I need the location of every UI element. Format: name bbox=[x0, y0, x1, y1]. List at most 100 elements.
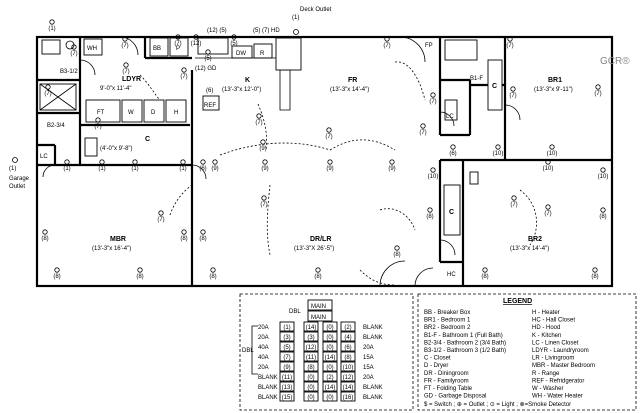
legend-symbols: $ = Switch ; ⊕ = Outlet ; ⊙ = Light ; ⊗=… bbox=[424, 402, 571, 408]
panel-slot-box bbox=[279, 381, 295, 392]
panel-cell-c4: (4) bbox=[344, 335, 351, 341]
panel-slot-box bbox=[322, 371, 338, 382]
circuit-marks: (1)(7)(7)(7)(7)(7)(7)(7)(7)(7)(7)(7)(7)(… bbox=[41, 19, 608, 280]
outlet-symbol-icon bbox=[549, 144, 555, 150]
panel-cell-c3: (0) bbox=[326, 365, 333, 371]
panel-cell-c3: (0) bbox=[326, 335, 333, 341]
panel-cell-amp-l: BLANK bbox=[258, 375, 278, 381]
outlet-symbol-icon bbox=[122, 36, 128, 42]
panel-cell-c4: (6) bbox=[344, 345, 351, 351]
panel-cell-c1: (7) bbox=[283, 355, 290, 361]
b1-tub bbox=[444, 39, 478, 61]
circuit-number: (1) bbox=[63, 166, 70, 172]
circuit-outlet-mark: (9) bbox=[326, 159, 334, 172]
outlet-symbol-icon bbox=[200, 159, 206, 165]
panel-cell-amp-l: BLANK bbox=[258, 395, 278, 401]
garage-outlet-symbol bbox=[12, 157, 18, 163]
outlet-symbol-icon bbox=[315, 267, 321, 273]
panel-cell-amp-l: 20A bbox=[258, 325, 269, 331]
hall-door-jamb bbox=[469, 171, 479, 185]
panel-slot-box bbox=[279, 351, 295, 362]
circuit-outlet-mark: (7) bbox=[44, 84, 52, 97]
w-label: W bbox=[128, 110, 134, 116]
br2-closet bbox=[443, 184, 461, 236]
panel-cell-amp-r: 20A bbox=[363, 375, 374, 381]
circuit-outlet-mark: (5) bbox=[204, 49, 212, 62]
panel-cell-c1: (1) bbox=[283, 325, 290, 331]
outlet-symbol-icon bbox=[384, 36, 390, 42]
circuit-outlet-mark: (7) bbox=[174, 34, 182, 47]
panel-cell-c2: (0) bbox=[307, 395, 314, 401]
circuit-outlet-mark: (7) bbox=[122, 62, 130, 75]
panel-cell-c1: (13) bbox=[282, 385, 293, 391]
circuit-number: (9) bbox=[326, 166, 333, 172]
circuit-outlet-mark: (7) bbox=[70, 44, 78, 57]
circuit-outlet-mark: (8) bbox=[393, 245, 401, 258]
circuit-outlet-mark: (7) bbox=[419, 123, 427, 136]
circuit-number: (7) bbox=[383, 43, 390, 49]
hc-label: HC bbox=[447, 272, 456, 278]
water-heater-label: WH bbox=[87, 46, 97, 52]
panel-slot-box bbox=[322, 321, 338, 332]
legend-entry: MBR - Master Bedroom bbox=[532, 363, 595, 369]
legend-entry: FR - Familyroom bbox=[424, 378, 469, 384]
room-br2-name: BR2 bbox=[528, 236, 542, 243]
b1f-label: B1-F bbox=[470, 76, 483, 82]
panel-slot-box bbox=[322, 331, 338, 342]
panel-slot-box bbox=[279, 361, 295, 372]
circuit-outlet-mark: (1) bbox=[63, 159, 71, 172]
deck-outlet-label: Deck Outlet bbox=[300, 7, 332, 13]
b3-label: B3-1/2 bbox=[60, 69, 78, 75]
c2-label: C bbox=[492, 83, 497, 90]
circuit-outlet-mark: (8) bbox=[209, 267, 217, 280]
circuit-number: (10) bbox=[547, 151, 558, 157]
kitchen-sink bbox=[197, 37, 229, 55]
circuit-number: (6) bbox=[199, 166, 206, 172]
circuit-number: (8) bbox=[209, 274, 216, 280]
outlet-symbol-icon bbox=[450, 144, 456, 150]
panel-slot-box bbox=[303, 391, 319, 402]
circuit-number: (6) bbox=[449, 151, 456, 157]
ft-label: FT bbox=[97, 110, 105, 116]
water-heater bbox=[83, 38, 103, 56]
outlet-symbol-icon bbox=[231, 34, 237, 40]
legend-entry: BR2 - Bedroom 2 bbox=[424, 325, 471, 331]
panel-slot-box bbox=[340, 331, 356, 342]
panel-cell-c3: (2) bbox=[326, 375, 333, 381]
circuit-outlet-mark: (12) bbox=[191, 34, 201, 47]
circuit-number: (9) bbox=[261, 166, 268, 172]
panel-cell-c2: (12) bbox=[306, 345, 317, 351]
deck-outlet-circuit: (1) bbox=[292, 15, 299, 21]
panel-slot-box bbox=[303, 341, 319, 352]
b1-toilet bbox=[444, 99, 458, 121]
circuit-outlet-mark: (7) bbox=[510, 195, 518, 208]
legend-entry: LC - Linen Closet bbox=[532, 340, 579, 346]
circuit-outlet-mark: (7) bbox=[255, 113, 263, 126]
outlet-symbol-icon bbox=[95, 117, 101, 123]
outlet-symbol-icon bbox=[326, 127, 332, 133]
circuit-number: (7) bbox=[94, 124, 101, 130]
circuit-number: (8) bbox=[53, 274, 60, 280]
panel-cell-c1: (3) bbox=[283, 335, 290, 341]
legend-entry: FT - Folding Table bbox=[424, 386, 473, 392]
circuit-number: (8) bbox=[426, 214, 433, 220]
outlet-symbol-icon bbox=[181, 229, 187, 235]
panel-cell-c2: (8) bbox=[307, 365, 314, 371]
circuit-outlet-mark: (8) bbox=[481, 267, 489, 280]
circuit-number: (9) bbox=[388, 166, 395, 172]
circuit-outlet-mark: (7) bbox=[157, 210, 165, 223]
outlet-symbol-icon bbox=[420, 123, 426, 129]
outlet-symbol-icon bbox=[64, 159, 70, 165]
panel-cell-amp-r: 15A bbox=[363, 355, 374, 361]
room-fr-size: (13'-3"x 14'-4") bbox=[330, 87, 369, 93]
circuit-number: (7) bbox=[325, 134, 332, 140]
circuit-outlet-mark: (8) bbox=[180, 229, 188, 242]
panel-cell-c4: (16) bbox=[343, 395, 354, 401]
panel-main-top: MAIN bbox=[311, 304, 326, 310]
legend-entry: BB - Breaker Box bbox=[424, 310, 470, 316]
legend-entry: C - Closet bbox=[424, 356, 451, 362]
circuit-number: (7) bbox=[44, 91, 51, 97]
circuit-number: (7) bbox=[70, 51, 77, 57]
panel-cell-c3: (0) bbox=[326, 325, 333, 331]
